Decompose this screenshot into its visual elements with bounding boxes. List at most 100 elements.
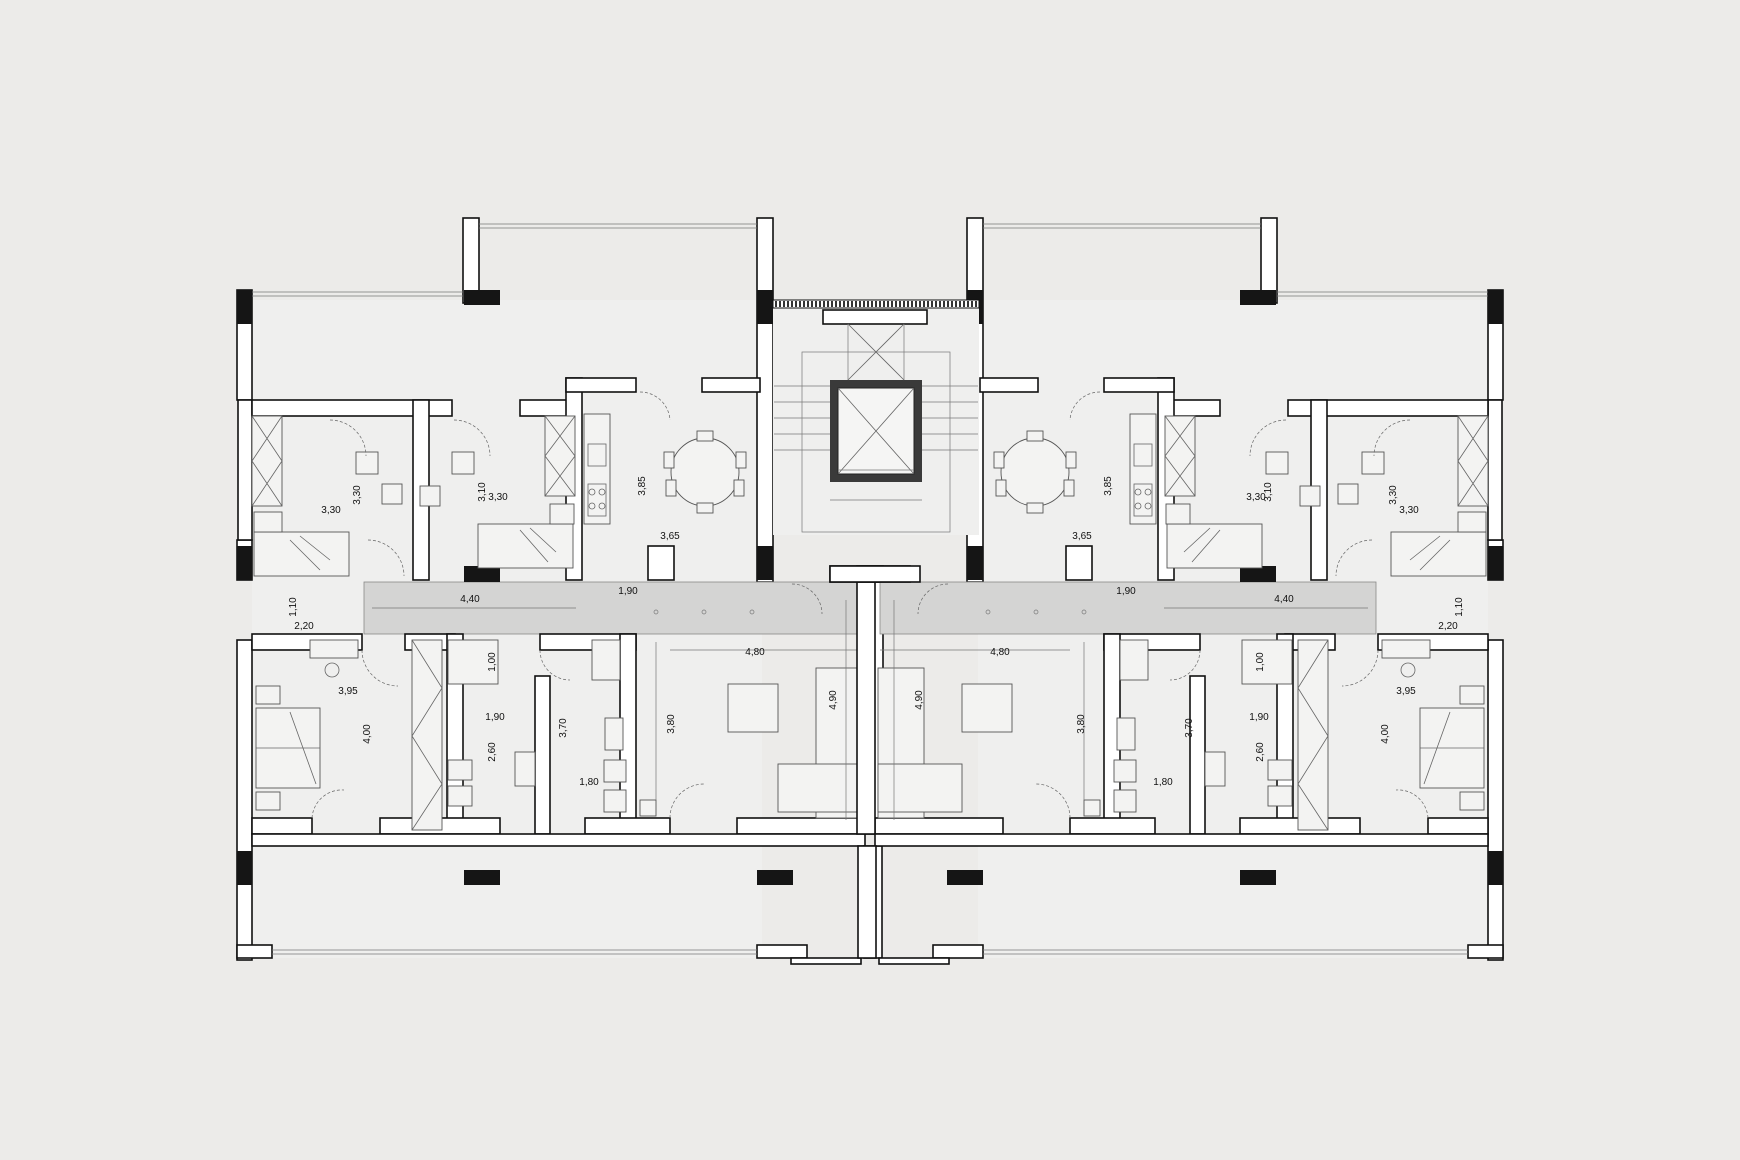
dim-label: 1,80 [579, 777, 599, 788]
chair [381, 483, 403, 505]
dim-label: 3,85 [1103, 476, 1114, 496]
dim-label: 1,90 [1116, 586, 1136, 597]
door-swing [791, 583, 823, 615]
wardrobe [411, 639, 443, 831]
shower [591, 639, 621, 681]
cooktop [587, 483, 607, 517]
wardrobe [544, 415, 576, 497]
dim-label: 4,80 [745, 647, 765, 658]
dim-label: 1,80 [1153, 777, 1173, 788]
toilet [603, 759, 627, 783]
lift-cross [837, 387, 915, 475]
marker [701, 609, 707, 615]
wardrobe-mark [544, 415, 576, 497]
dim-label: 4,90 [914, 690, 925, 710]
dim-label: 4,00 [1380, 724, 1391, 744]
dim-label: 3,30 [1399, 505, 1419, 516]
wall [565, 377, 637, 393]
nightstand [253, 511, 283, 533]
dim-label: 1,00 [1255, 652, 1266, 672]
column [757, 546, 773, 580]
dim-label: 2,60 [487, 742, 498, 762]
column [464, 870, 500, 885]
dim-label: 3,80 [666, 714, 677, 734]
chair [733, 479, 745, 497]
dim-label: 4,90 [828, 690, 839, 710]
marker [653, 609, 659, 615]
wall [736, 817, 866, 835]
chair [324, 662, 340, 678]
dim-label: 1,90 [1249, 712, 1269, 723]
wall [236, 944, 273, 959]
door-swing [361, 649, 399, 687]
wardrobe-mark [251, 415, 283, 507]
toilet [447, 759, 473, 781]
dim-label: 1,00 [487, 652, 498, 672]
dim-label: 2,20 [294, 621, 314, 632]
apartment-left [236, 217, 884, 965]
chair [451, 451, 475, 475]
column [237, 851, 252, 885]
dim-label: 3,80 [1076, 714, 1087, 734]
dim-label: 3,70 [558, 718, 569, 738]
door-swing [367, 539, 405, 577]
marker [749, 609, 755, 615]
chair [696, 430, 714, 442]
dim-label: 1,90 [618, 586, 638, 597]
wall [251, 817, 313, 835]
door-swing [669, 783, 705, 819]
wall [647, 545, 675, 581]
dim-label: 4,40 [1274, 594, 1294, 605]
dim-label: 3,10 [477, 482, 488, 502]
dim-label: 3,30 [1388, 485, 1399, 505]
burner [588, 488, 596, 496]
dim-label: 3,30 [488, 492, 508, 503]
bed [477, 523, 574, 569]
dim-label: 2,20 [1438, 621, 1458, 632]
washbasin [604, 717, 624, 751]
dim-label: 3,30 [1246, 492, 1266, 503]
dimension-labels: 3,30 3,30 3,10 3,30 3,85 3,65 1,90 4,40 … [288, 476, 1465, 788]
wall [822, 309, 928, 325]
wall [251, 399, 453, 417]
wardrobe-mark [411, 639, 443, 831]
chair [663, 451, 675, 469]
chair [419, 485, 441, 507]
balcony-floor [251, 833, 866, 847]
wall [236, 639, 253, 961]
dim-label: 3,70 [1184, 718, 1195, 738]
burner [598, 502, 606, 510]
dim-label: 4,40 [460, 594, 480, 605]
dim-label: 1,10 [1454, 597, 1465, 617]
wall [584, 817, 671, 835]
dim-label: 4,80 [990, 647, 1010, 658]
chair [696, 502, 714, 514]
chair [735, 451, 747, 469]
bidet [603, 789, 627, 813]
column [757, 870, 793, 885]
dim-label: 2,60 [1255, 742, 1266, 762]
dresser [309, 639, 359, 659]
bed-linen [289, 711, 317, 785]
door-swing [539, 649, 571, 681]
column [464, 290, 500, 305]
bed [253, 531, 350, 577]
door-swing [311, 789, 345, 819]
wall [756, 944, 808, 959]
dim-label: 3,65 [660, 531, 680, 542]
dim-label: 4,00 [362, 724, 373, 744]
column [757, 290, 773, 324]
wall [534, 675, 551, 835]
dim-label: 3,10 [1263, 482, 1274, 502]
bed-linen [289, 535, 331, 571]
column [464, 566, 500, 582]
wardrobe [251, 415, 283, 507]
nightstand [255, 685, 281, 705]
sink [587, 443, 607, 467]
wall [701, 377, 761, 393]
washbasin [514, 751, 536, 787]
stair-steps [774, 385, 978, 501]
wall [790, 957, 862, 965]
dim-label: 1,90 [485, 712, 505, 723]
